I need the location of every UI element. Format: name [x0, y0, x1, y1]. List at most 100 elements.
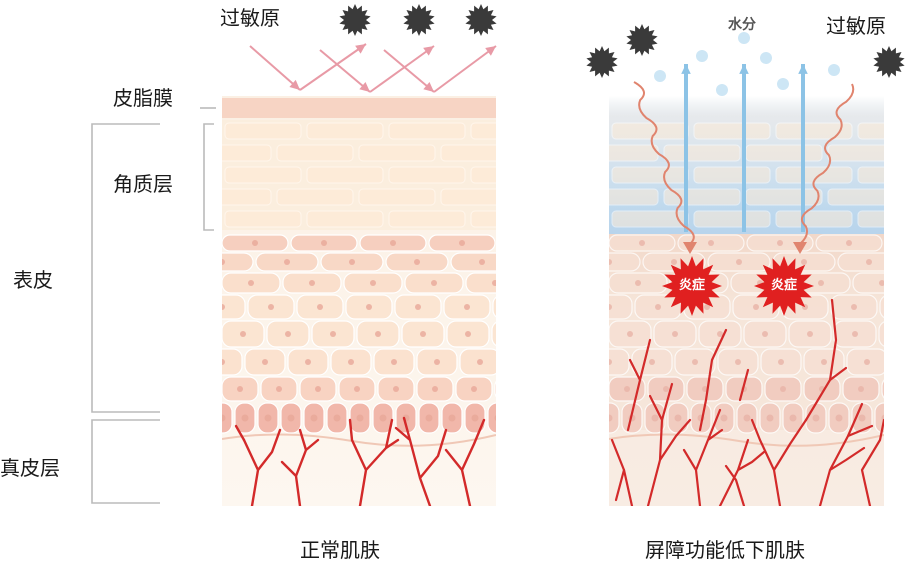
- blood-vessel: [804, 298, 848, 422]
- epidermis-cell: [837, 252, 884, 272]
- corneum-cell: [222, 188, 272, 206]
- cell-nucleus: [370, 280, 376, 286]
- blood-vessel: [860, 418, 884, 506]
- cell-nucleus: [777, 240, 783, 246]
- cell-nucleus: [510, 331, 516, 337]
- cell-nucleus: [818, 280, 824, 286]
- epidermis-cell: [609, 252, 641, 272]
- cell-nucleus: [807, 331, 813, 337]
- blood-vessel: [750, 418, 808, 506]
- water-droplet: [777, 78, 789, 90]
- cell-nucleus: [391, 359, 397, 365]
- cell-nucleus: [305, 359, 311, 365]
- cell-nucleus: [651, 414, 659, 422]
- corneum-cell: [611, 122, 689, 140]
- corneum-cell: [306, 210, 384, 228]
- cell-nucleus: [348, 359, 354, 365]
- allergen-label-right: 过敏原: [826, 14, 886, 38]
- cell-nucleus: [627, 331, 633, 337]
- cell-nucleus: [459, 240, 465, 246]
- cell-nucleus: [310, 414, 318, 422]
- bracket-line: [91, 123, 160, 413]
- corneum-cell: [224, 210, 302, 228]
- allergen-particle: [339, 4, 371, 36]
- corneum-cell: [276, 188, 354, 206]
- allergen-penetration-arrow: [799, 83, 855, 245]
- cell-nucleus: [465, 331, 471, 337]
- water-droplet: [760, 52, 772, 64]
- cell-nucleus: [248, 280, 254, 286]
- cell-nucleus: [736, 259, 742, 265]
- allergen-particle: [465, 4, 497, 36]
- corneum-cell: [470, 166, 496, 184]
- cell-nucleus: [431, 280, 437, 286]
- cell-nucleus: [222, 259, 225, 265]
- reflect-arrow-up: [299, 43, 367, 91]
- cell-nucleus: [477, 359, 483, 365]
- blood-vessel: [242, 428, 282, 506]
- cell-nucleus: [390, 240, 396, 246]
- sebum-film-layer: [222, 98, 496, 118]
- allergen-label-left: 过敏原: [220, 6, 280, 30]
- water-label: 水分: [728, 17, 756, 33]
- epidermis-cell: [881, 379, 884, 399]
- reflect-arrow-down-head: [359, 81, 370, 92]
- stratum-corneum-damaged: [609, 122, 884, 228]
- cell-nucleus: [356, 414, 364, 422]
- blood-vessel: [718, 438, 766, 506]
- corneum-cell: [609, 188, 659, 206]
- corneum-cell: [222, 144, 272, 162]
- cell-nucleus: [276, 386, 282, 392]
- cell-nucleus: [900, 304, 906, 310]
- cell-nucleus: [801, 259, 807, 265]
- corneum-cell: [611, 166, 689, 184]
- blood-vessel: [234, 424, 246, 442]
- cell-nucleus: [393, 386, 399, 392]
- bracket-line: [203, 123, 214, 231]
- caption-damaged-skin: 屏障功能低下肌肤: [645, 538, 805, 562]
- allergen-penetration-arrow: [633, 81, 695, 245]
- allergen-particle: [626, 24, 658, 56]
- stratum-corneum-label: 角质层: [113, 172, 173, 196]
- water-droplet: [716, 84, 728, 96]
- cell-nucleus: [425, 414, 433, 422]
- cell-nucleus: [766, 414, 774, 422]
- blood-vessel: [682, 408, 724, 506]
- cell-nucleus: [287, 414, 295, 422]
- normal-skin-panel: [222, 96, 516, 506]
- corneum-cell: [224, 166, 302, 184]
- cell-nucleus: [471, 386, 477, 392]
- inflammation-burst: [754, 256, 814, 316]
- dermis-label: 真皮层: [0, 456, 60, 480]
- cell-nucleus: [717, 331, 723, 337]
- corneum-cell: [358, 188, 436, 206]
- allergen-particle: [586, 46, 618, 78]
- corneum-cell: [663, 144, 741, 162]
- corneum-cell: [857, 210, 884, 228]
- cell-nucleus: [778, 359, 784, 365]
- epidermis-cell: [609, 402, 620, 434]
- water-droplet: [696, 50, 708, 62]
- cell-nucleus: [609, 304, 612, 310]
- blood-vessels-damaged: [610, 298, 884, 506]
- corneum-cell: [857, 122, 884, 140]
- water-droplet: [738, 32, 750, 44]
- cell-nucleus: [434, 359, 440, 365]
- cell-nucleus: [708, 240, 714, 246]
- cell-nucleus: [321, 240, 327, 246]
- epidermis-cell: [878, 321, 884, 347]
- cell-nucleus: [835, 414, 843, 422]
- cell-nucleus: [866, 259, 872, 265]
- corneum-cell: [663, 188, 741, 206]
- epidermis-cell: [879, 295, 884, 319]
- reflect-arrow-up-head: [485, 46, 496, 56]
- cell-nucleus: [252, 240, 258, 246]
- cell-nucleus: [240, 331, 246, 337]
- corneum-cell: [693, 210, 771, 228]
- epidermis-cell: [487, 402, 496, 434]
- water-droplet: [654, 70, 666, 82]
- cell-nucleus: [704, 304, 710, 310]
- cell-nucleus: [609, 359, 612, 365]
- cell-nucleus: [780, 386, 786, 392]
- cell-nucleus: [349, 259, 355, 265]
